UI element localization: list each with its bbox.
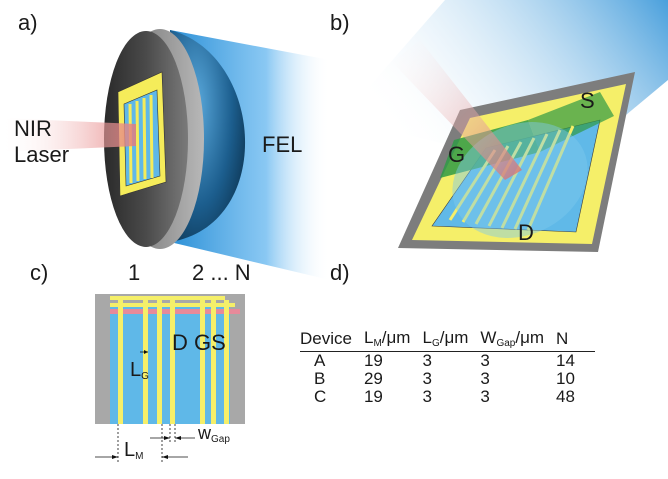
panel-label-b: b) (330, 10, 350, 35)
panel-a-graphic (0, 29, 330, 280)
nir-label-line2: Laser (14, 142, 70, 167)
gate-label: G (448, 142, 466, 167)
panel-b-graphic (340, 0, 668, 252)
drain-label: D (518, 220, 534, 245)
col-wgap: WGap/μm (480, 328, 557, 352)
col-lg: LG/μm (422, 328, 481, 352)
nir-label-line1: NIR (14, 116, 52, 141)
cell-device: C (314, 387, 327, 406)
table-row: B 29 3 3 10 (300, 370, 595, 388)
cell-n: 48 (556, 387, 575, 406)
cell-wgap: 3 (480, 351, 490, 370)
cell-wgap: 3 (480, 387, 490, 406)
col-device: Device (300, 328, 364, 352)
device-index-2-n: 2 ... N (192, 260, 251, 285)
panel-c-graphic (95, 294, 245, 462)
fel-label: FEL (262, 132, 303, 157)
cell-lg: 3 (422, 369, 432, 388)
device-table: Device LM/μm LG/μm WGap/μm N A 19 3 3 14… (300, 328, 595, 406)
dgs-label: D GS (172, 330, 226, 355)
device-index-1: 1 (128, 260, 141, 285)
lm-label: LM (124, 439, 144, 462)
cell-lm: 19 (363, 351, 383, 370)
col-n: N (556, 328, 595, 352)
table-header-row: Device LM/μm LG/μm WGap/μm N (300, 328, 595, 352)
finger-electrodes-c (118, 296, 229, 424)
cell-lm: 29 (363, 369, 383, 388)
panel-label-c: c) (30, 260, 49, 285)
cell-lm: 19 (363, 387, 383, 406)
cell-wgap: 3 (480, 369, 490, 388)
col-lm: LM/μm (363, 328, 423, 352)
nir-laser-beam-b (392, 40, 522, 180)
cell-lg: 3 (422, 387, 432, 406)
panel-label-d: d) (330, 260, 350, 285)
cell-n: 14 (556, 351, 575, 370)
panel-label-a: a) (18, 10, 38, 35)
cell-n: 10 (556, 369, 575, 388)
nir-laser-beam (0, 118, 136, 152)
table-row: C 19 3 3 48 (300, 388, 595, 406)
cell-lg: 3 (422, 351, 432, 370)
table-row: A 19 3 3 14 (300, 352, 595, 371)
cell-device: B (314, 369, 326, 388)
lg-label: LG (130, 359, 149, 382)
source-label: S (580, 88, 595, 113)
wgap-label: wGap (198, 423, 230, 445)
cell-device: A (314, 351, 326, 370)
